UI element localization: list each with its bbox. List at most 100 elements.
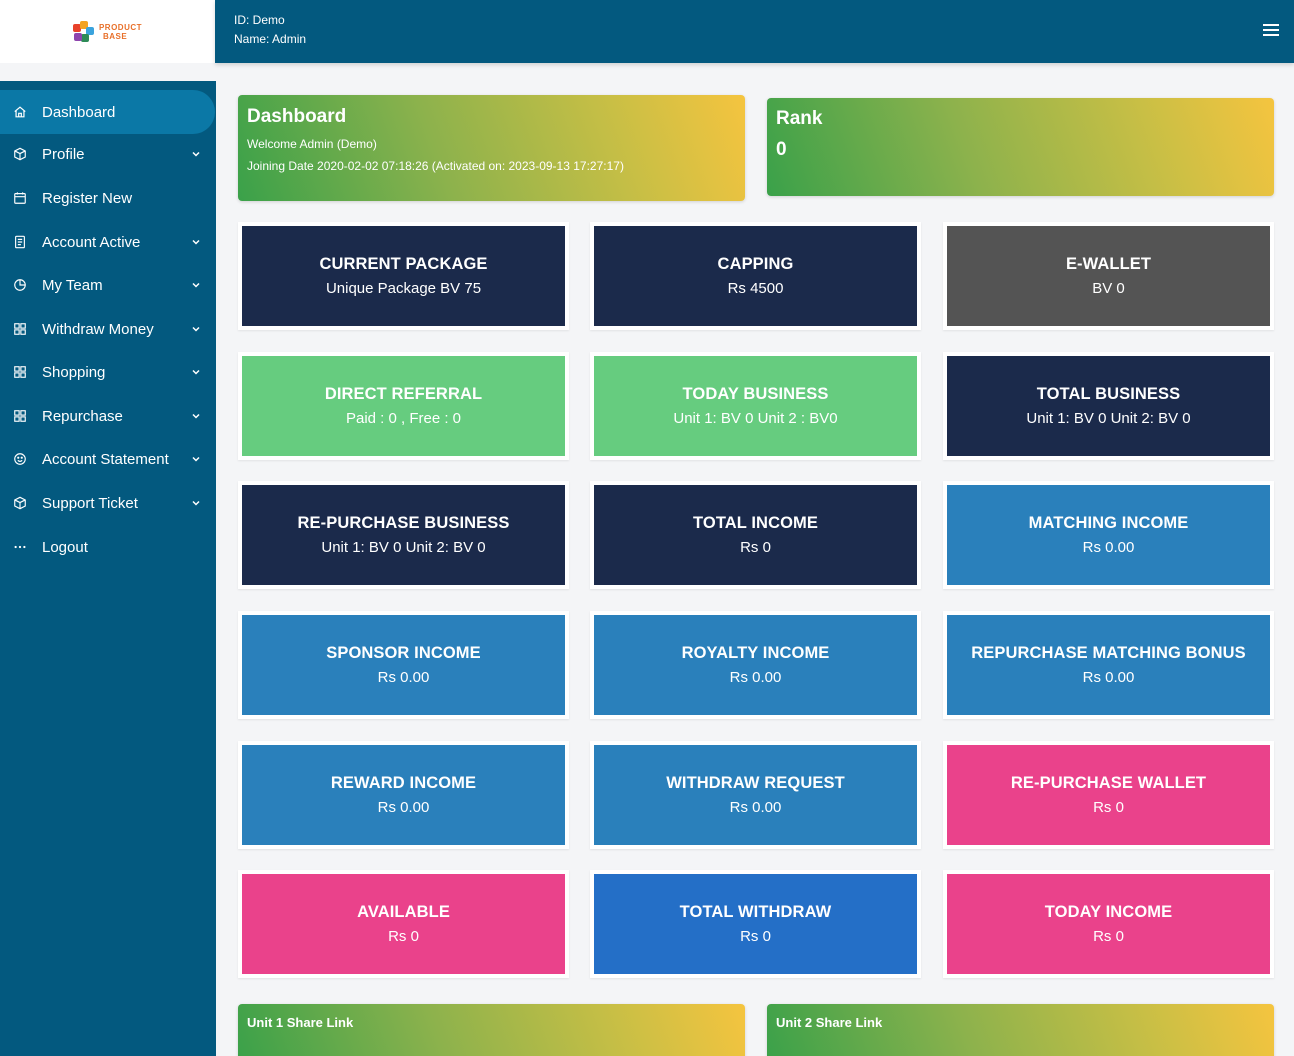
card-body: AVAILABLE Rs 0 xyxy=(242,874,565,974)
sidebar-item-profile[interactable]: Profile xyxy=(0,132,216,176)
sidebar: Dashboard Profile Register New Account A… xyxy=(0,81,216,1056)
calendar-icon xyxy=(12,190,28,206)
grid-icon xyxy=(12,408,28,424)
logo: PRODUCT BASE xyxy=(72,20,143,43)
card-value: Rs 0.00 xyxy=(377,669,430,686)
card-reward-income: REWARD INCOME Rs 0.00 xyxy=(238,741,569,849)
chevron-down-icon xyxy=(192,151,200,157)
card-title: RE-PURCHASE WALLET xyxy=(1010,774,1207,792)
logo-line-1: PRODUCT xyxy=(98,22,143,32)
rank-banner: Rank 0 xyxy=(767,98,1274,196)
sidebar-item-dashboard[interactable]: Dashboard xyxy=(0,90,215,134)
home-icon xyxy=(12,104,28,120)
chevron-down-icon xyxy=(192,369,200,375)
card-value: Rs 0 xyxy=(1093,928,1124,945)
card-value: Rs 0 xyxy=(740,928,771,945)
card-body: WITHDRAW REQUEST Rs 0.00 xyxy=(594,745,917,845)
chevron-down-icon xyxy=(192,239,200,245)
card-title: WITHDRAW REQUEST xyxy=(666,774,845,792)
card-today-income: TODAY INCOME Rs 0 xyxy=(943,870,1274,978)
card-withdraw-request: WITHDRAW REQUEST Rs 0.00 xyxy=(590,741,921,849)
sidebar-item-label: My Team xyxy=(42,276,103,294)
sidebar-item-repurchase[interactable]: Repurchase xyxy=(0,394,216,438)
card-value: Unit 1: BV 0 Unit 2: BV 0 xyxy=(1026,410,1191,427)
chevron-down-icon xyxy=(192,282,200,288)
card-total-withdraw: TOTAL WITHDRAW Rs 0 xyxy=(590,870,921,978)
unit-1-share-link-title: Unit 1 Share Link xyxy=(247,1015,354,1030)
chevron-down-icon xyxy=(192,326,200,332)
sidebar-item-logout[interactable]: Logout xyxy=(0,525,216,569)
sidebar-item-label: Register New xyxy=(42,189,133,207)
card-title: TODAY BUSINESS xyxy=(682,385,829,403)
card-title: CURRENT PACKAGE xyxy=(319,255,488,273)
card-value: Rs 0 xyxy=(388,928,419,945)
hamburger-icon[interactable] xyxy=(1263,24,1279,37)
card-title: TOTAL WITHDRAW xyxy=(679,903,832,921)
sidebar-item-label: Account Active xyxy=(42,233,141,251)
card-available: AVAILABLE Rs 0 xyxy=(238,870,569,978)
card-value: Rs 0.00 xyxy=(729,799,782,816)
sidebar-item-my-team[interactable]: My Team xyxy=(0,263,216,307)
top-bar: ID: Demo Name: Admin xyxy=(215,0,1294,63)
card-value: Rs 0 xyxy=(740,539,771,556)
card-title: ROYALTY INCOME xyxy=(681,644,830,662)
smile-icon xyxy=(12,451,28,467)
sidebar-item-register-new[interactable]: Register New xyxy=(0,176,216,220)
card-royalty-income: ROYALTY INCOME Rs 0.00 xyxy=(590,611,921,719)
card-body: TOTAL WITHDRAW Rs 0 xyxy=(594,874,917,974)
card-value: Rs 0 xyxy=(1093,799,1124,816)
document-icon xyxy=(12,234,28,250)
card-title: DIRECT REFERRAL xyxy=(324,385,483,403)
logo-area[interactable]: PRODUCT BASE xyxy=(0,0,215,63)
card-body: RE-PURCHASE WALLET Rs 0 xyxy=(947,745,1270,845)
card-value: Rs 0.00 xyxy=(729,669,782,686)
card-title: CAPPING xyxy=(717,255,794,273)
sidebar-item-account-active[interactable]: Account Active xyxy=(0,220,216,264)
unit-2-share-link-panel: Unit 2 Share Link xyxy=(767,1004,1274,1056)
chevron-down-icon xyxy=(192,413,200,419)
sidebar-item-label: Shopping xyxy=(42,363,106,381)
card-title: TODAY INCOME xyxy=(1044,903,1173,921)
sidebar-item-shopping[interactable]: Shopping xyxy=(0,350,216,394)
chevron-down-icon xyxy=(192,456,200,462)
sidebar-item-account-statement[interactable]: Account Statement xyxy=(0,437,216,481)
sidebar-item-withdraw-money[interactable]: Withdraw Money xyxy=(0,307,216,351)
card-value: BV 0 xyxy=(1092,280,1125,297)
card-value: Rs 0.00 xyxy=(377,799,430,816)
card-title: SPONSOR INCOME xyxy=(326,644,481,662)
sidebar-item-support-ticket[interactable]: Support Ticket xyxy=(0,481,216,525)
pie-chart-icon xyxy=(12,277,28,293)
card-title: AVAILABLE xyxy=(357,903,450,921)
card-value: Rs 0.00 xyxy=(1082,539,1135,556)
rank-value: 0 xyxy=(776,139,787,160)
page-title: Dashboard xyxy=(247,106,347,127)
joining-date-text: Joining Date 2020-02-02 07:18:26 (Activa… xyxy=(247,159,624,173)
sidebar-item-label: Account Statement xyxy=(42,450,169,468)
card-value: Unit 1: BV 0 Unit 2 : BV0 xyxy=(673,410,838,427)
sidebar-item-label: Profile xyxy=(42,145,85,163)
grid-icon xyxy=(12,364,28,380)
logo-line-2: BASE xyxy=(102,31,128,41)
welcome-text: Welcome Admin (Demo) xyxy=(247,137,377,151)
card-body: TODAY INCOME Rs 0 xyxy=(947,874,1270,974)
card-title: REWARD INCOME xyxy=(330,774,477,792)
chevron-down-icon xyxy=(192,500,200,506)
dashboard-banner: Dashboard Welcome Admin (Demo) Joining D… xyxy=(238,95,745,201)
card-body: REWARD INCOME Rs 0.00 xyxy=(242,745,565,845)
logo-mark-icon xyxy=(72,20,95,43)
user-info: ID: Demo Name: Admin xyxy=(234,11,306,49)
card-re-purchase-wallet: RE-PURCHASE WALLET Rs 0 xyxy=(943,741,1274,849)
